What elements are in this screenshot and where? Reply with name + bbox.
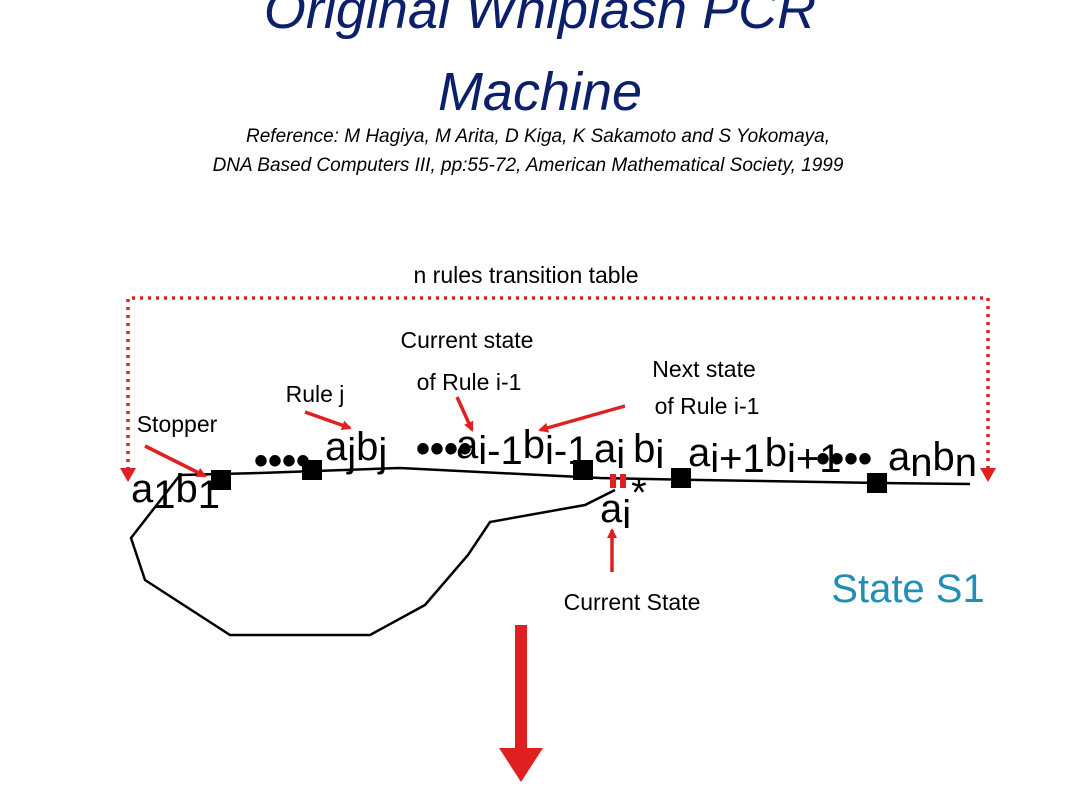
stopper-block-n: [867, 473, 887, 493]
stopper-label: Stopper: [137, 411, 218, 437]
current-state-marker-right: [620, 474, 626, 488]
bracket-left-arrowhead: [120, 468, 136, 482]
stopper-block-i-1: [573, 460, 593, 480]
current-state-rule-arrow: [455, 396, 474, 432]
ellipsis-2: ••••: [416, 427, 472, 471]
symbol-anbn: anbn: [888, 435, 977, 485]
page-title-line2: Machine: [438, 62, 642, 122]
stopper-block-j: [302, 460, 322, 480]
state-name-label: State S1: [831, 567, 984, 611]
ellipsis-3: ••••: [816, 437, 872, 481]
symbol-a1b1: a1b1: [131, 467, 220, 517]
reference-line2: DNA Based Computers III, pp:55-72, Ameri…: [213, 155, 844, 176]
symbol-ai-star: ai*: [600, 471, 647, 537]
rule-j-arrow: [304, 410, 352, 431]
next-state-rule-label-line2: of Rule i-1: [655, 393, 760, 419]
transition-table-bracket: [126, 296, 990, 470]
stopper-arrow: [144, 444, 207, 478]
down-arrow-head: [499, 748, 543, 782]
symbol-ai+1bi+1: ai+1bi+1: [688, 431, 842, 481]
bracket-right-arrowhead: [980, 468, 996, 482]
current-state-label: Current State: [564, 589, 701, 615]
dna-strand-hairpin: [129, 474, 616, 637]
current-state-rule-label-line2: of Rule i-1: [417, 369, 522, 395]
page-title-line1: Original Whiplash PCR: [264, 0, 816, 40]
stopper-block-1: [211, 470, 231, 490]
transition-table-label: n rules transition table: [413, 262, 638, 288]
reference-line1: Reference: M Hagiya, M Arita, D Kiga, K …: [246, 126, 830, 147]
stopper-block-i: [671, 468, 691, 488]
current-state-rule-label-line1: Current state: [401, 327, 534, 353]
rule-j-label: Rule j: [286, 381, 345, 407]
next-state-rule-arrow: [538, 404, 626, 433]
symbol-ajbj: ajbj: [325, 425, 387, 475]
next-state-rule-label-line1: Next state: [652, 356, 756, 382]
current-state-marker-left: [610, 474, 616, 488]
ellipsis-1: ••••: [254, 439, 310, 483]
symbol-ai-1bi-1: ai-1bi-1: [456, 423, 589, 473]
